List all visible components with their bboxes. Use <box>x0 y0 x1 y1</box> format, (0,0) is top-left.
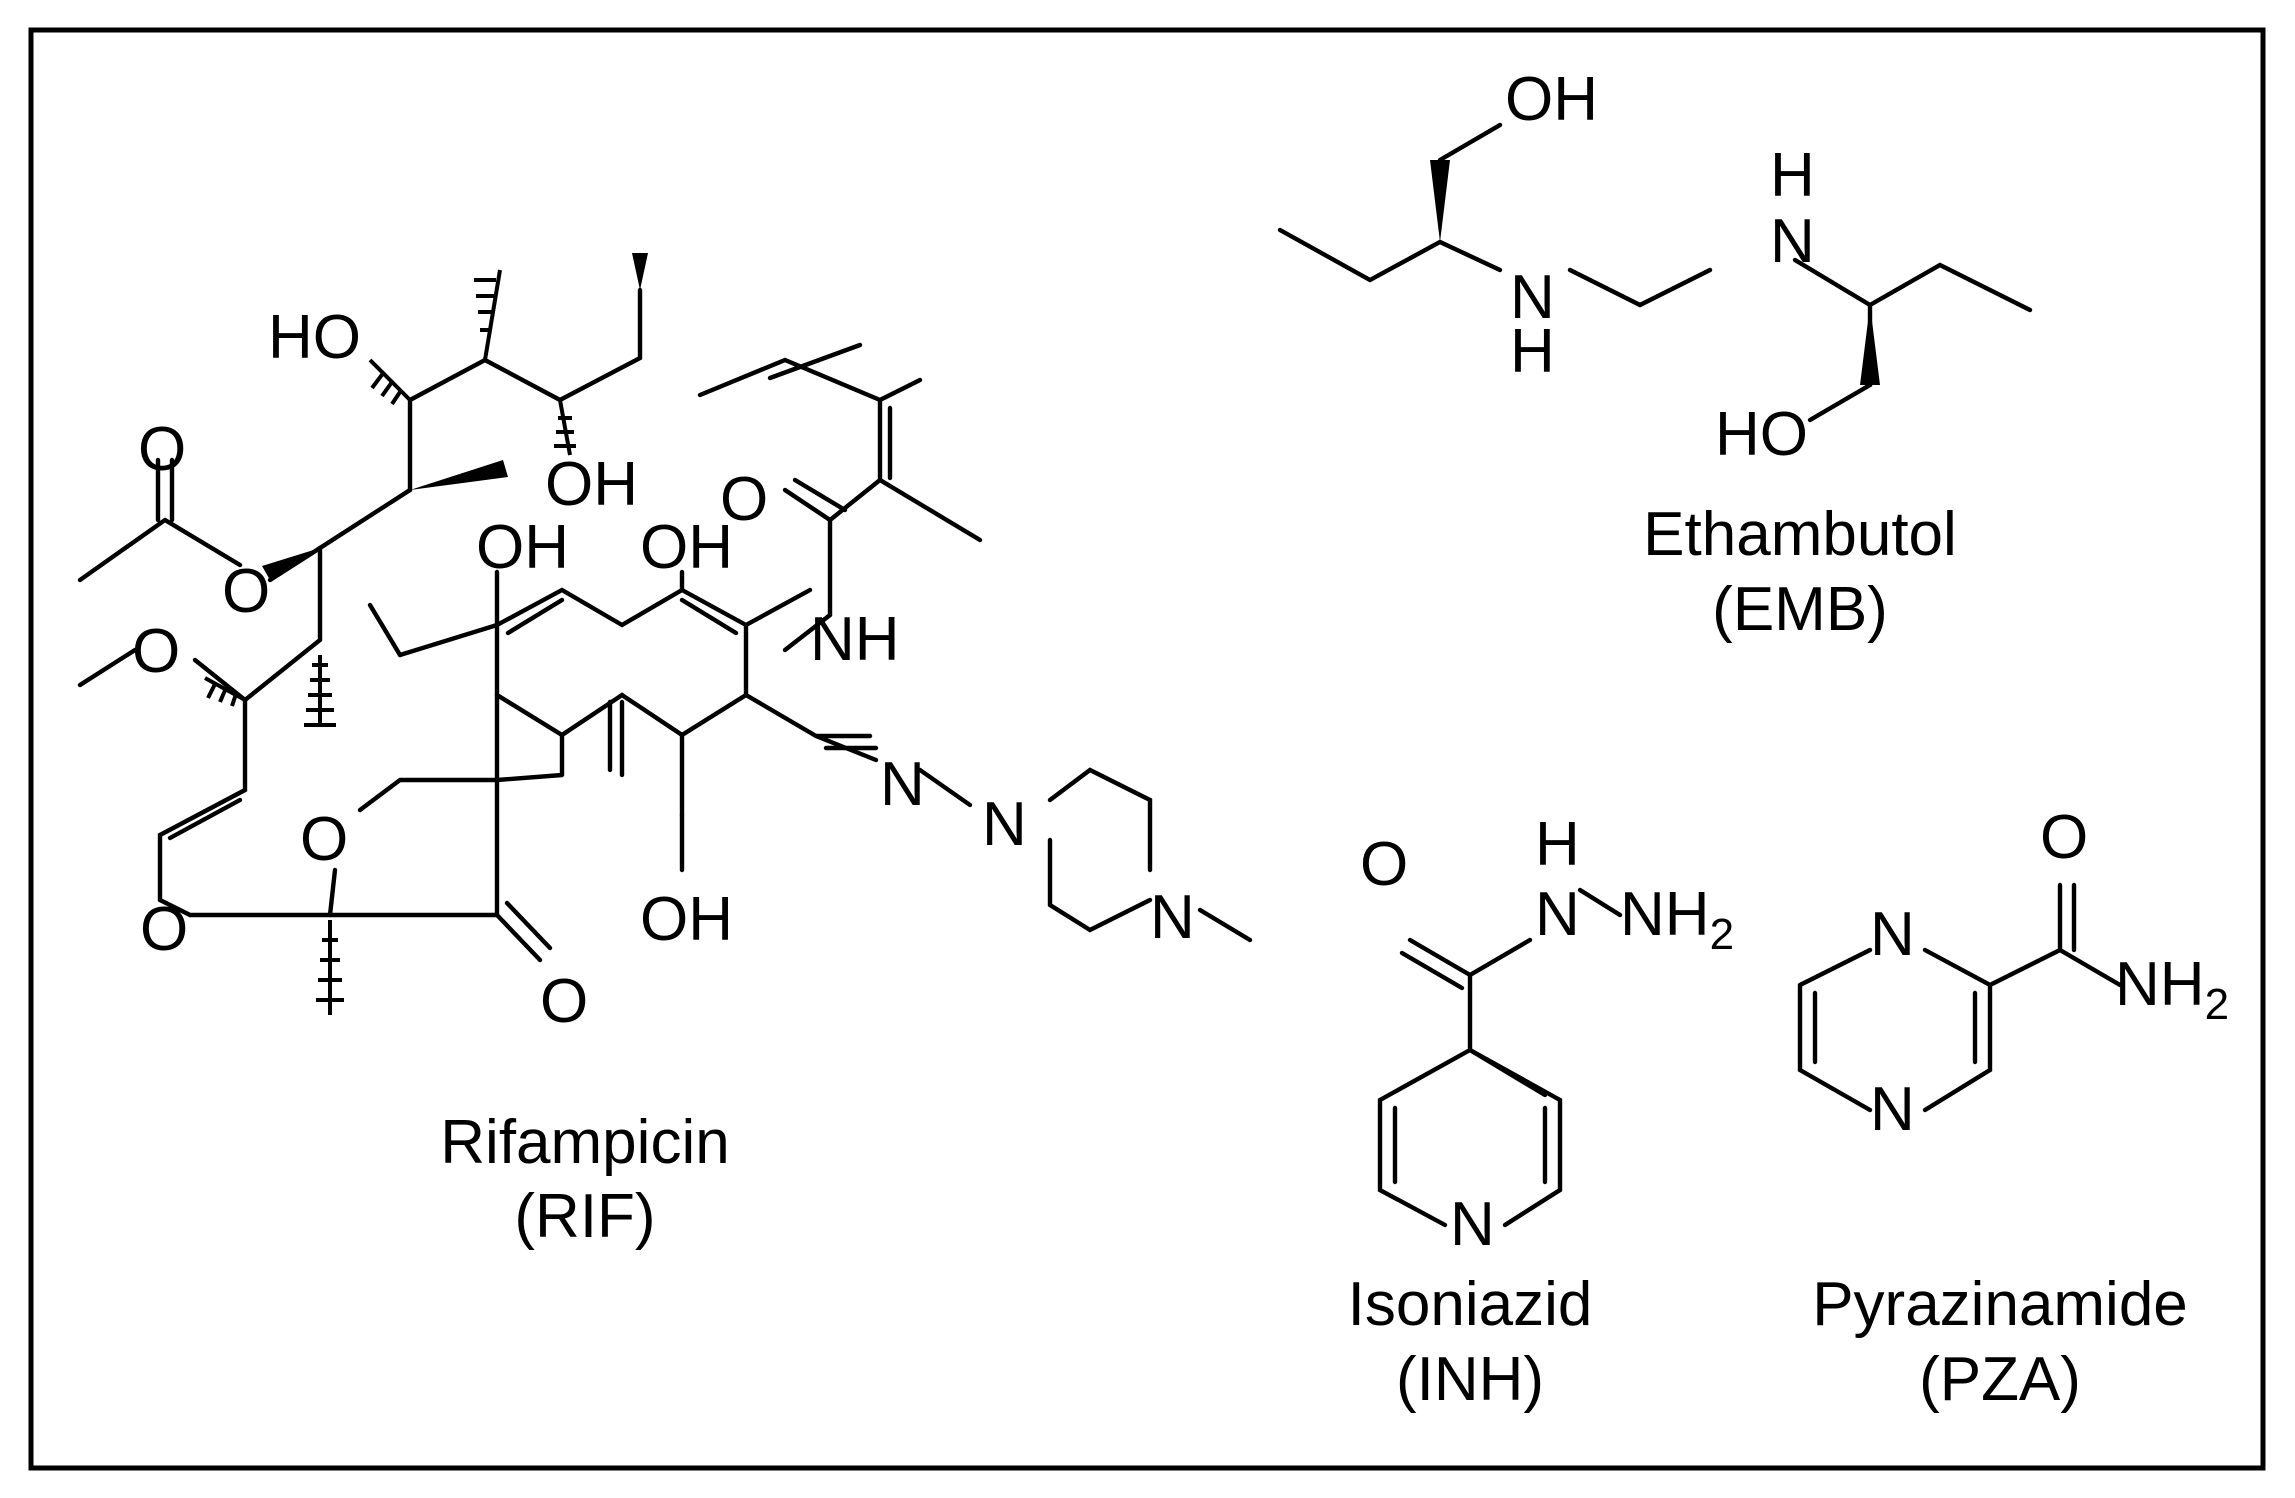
hash-bonds <box>204 269 576 1015</box>
figure-border <box>28 27 2266 1471</box>
rifampicin-abbreviation: (RIF) <box>514 1182 655 1251</box>
isoniazid-structure: O H N NH2 N Isoniazid (INH) <box>1348 810 1734 1414</box>
amine-label: NH2 <box>1620 880 1734 959</box>
pyrazine-nitrogen-label: N <box>1870 900 1915 969</box>
methoxy-oxygen-label: O <box>132 617 180 686</box>
hydroxyl-label: OH <box>476 513 569 582</box>
ether-oxygen-label: O <box>140 895 188 964</box>
carbonyl-oxygen-label: O <box>1360 830 1408 899</box>
ethambutol-abbreviation: (EMB) <box>1712 575 1888 644</box>
amine-hydrogen-label: H <box>1770 141 1815 210</box>
hydroxyl-label: HO <box>268 303 361 372</box>
ketone-oxygen-label: O <box>540 967 588 1036</box>
rifampicin-structure: HO OH OH OH OH NH O O O O O O O N N N Ri… <box>77 253 1253 1251</box>
rifampicin-name: Rifampicin <box>440 1108 729 1177</box>
hydroxyl-label: HO <box>1715 400 1808 469</box>
ethambutol-name: Ethambutol <box>1643 500 1957 569</box>
amide-oxygen-label: O <box>720 465 768 534</box>
pyrazinamide-abbreviation: (PZA) <box>1919 1345 2081 1414</box>
amine-nitrogen-label: N <box>1770 207 1815 276</box>
hydroxyl-label: OH <box>545 450 638 519</box>
amide-nh-label: NH <box>810 605 900 674</box>
ester-oxygen-label: O <box>222 557 270 626</box>
isoniazid-abbreviation: (INH) <box>1396 1345 1544 1414</box>
furan-oxygen-label: O <box>300 805 348 874</box>
isoniazid-name: Isoniazid <box>1348 1270 1593 1339</box>
carbonyl-oxygen-label: O <box>138 415 186 484</box>
hydroxyl-label: OH <box>640 885 733 954</box>
ethambutol-structure: OH N H H N HO Ethambutol (EMB) <box>1277 65 2033 644</box>
hydroxyl-label: OH <box>640 513 733 582</box>
piperazine-nitrogen-label: N <box>982 790 1027 859</box>
hydrazide-hydrogen-label: H <box>1535 810 1580 879</box>
carbonyl-oxygen-label: O <box>2040 803 2088 872</box>
pyrazinamide-structure: N N O NH2 Pyrazinamide (PZA) <box>1797 803 2229 1414</box>
amide-amine-label: NH2 <box>2115 950 2229 1029</box>
hydroxyl-label: OH <box>1505 65 1598 134</box>
pyrazine-nitrogen-label: N <box>1870 1075 1915 1144</box>
piperazine-nitrogen-label: N <box>1150 883 1195 952</box>
pyridine-nitrogen-label: N <box>1450 1190 1495 1259</box>
imine-nitrogen-label: N <box>880 750 925 819</box>
hydrazide-nitrogen-label: N <box>1535 880 1580 949</box>
pyrazinamide-name: Pyrazinamide <box>1812 1270 2188 1339</box>
amine-nitrogen-label: N <box>1510 263 1555 332</box>
amine-hydrogen-label: H <box>1510 317 1555 386</box>
